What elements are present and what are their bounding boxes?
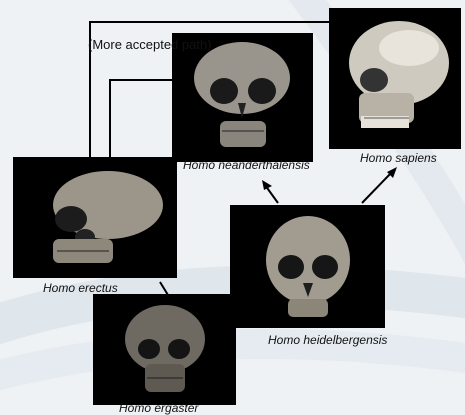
label-homo-ergaster: Homo ergaster	[119, 401, 198, 415]
label-homo-erectus: Homo erectus	[43, 281, 118, 295]
skull-image-heidelbergensis	[230, 205, 385, 328]
skull-image-ergaster	[93, 294, 236, 405]
connector-heid-sapiens	[362, 172, 392, 203]
annotation-more-accepted-path: (More accepted path)	[88, 37, 212, 53]
label-homo-sapiens: Homo sapiens	[360, 151, 437, 165]
photo-homo-heidelbergensis	[230, 205, 385, 328]
skull-image-sapiens	[329, 8, 461, 149]
photo-homo-sapiens	[329, 8, 461, 149]
connector-inner	[110, 80, 175, 160]
photo-homo-erectus	[13, 157, 177, 278]
label-homo-heidelbergensis: Homo heidelbergensis	[268, 333, 387, 347]
skull-image-erectus	[13, 157, 177, 278]
label-homo-neanderthalensis: Homo neanderthalensis	[183, 158, 310, 172]
photo-homo-ergaster	[93, 294, 236, 405]
